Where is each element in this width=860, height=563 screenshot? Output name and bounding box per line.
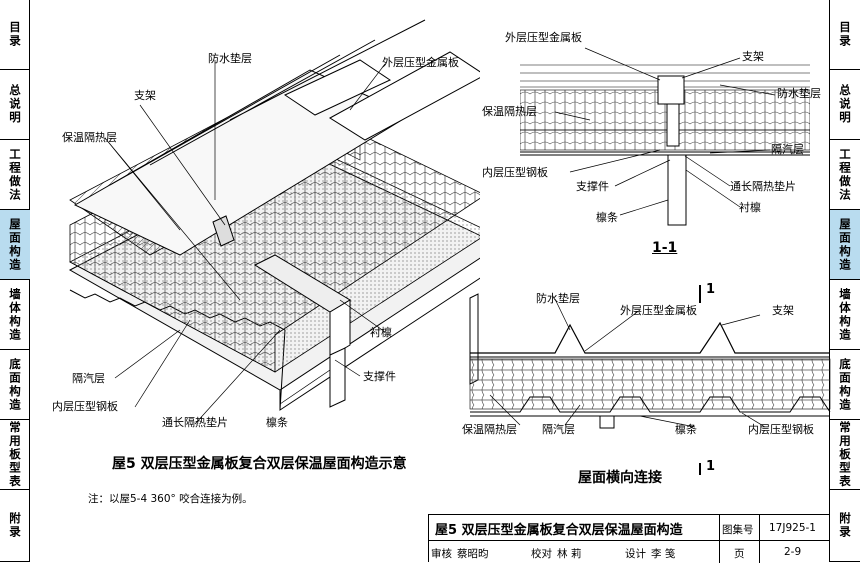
nav-tab-left-7[interactable]: 附录 xyxy=(0,490,30,562)
section-title: 1-1 xyxy=(652,240,678,256)
check-label: 校对 xyxy=(531,548,552,560)
nav-tab-left-0[interactable]: 目录 xyxy=(0,0,30,70)
support xyxy=(329,347,346,408)
checker-name: 林 莉 xyxy=(557,548,582,560)
right-nav-tabs: 目录总说明工程做法屋面构造墙体构造底面构造常用板型表附录 xyxy=(829,0,860,562)
review-label: 审核 xyxy=(431,548,452,560)
lateral-label-outer-panel: 外层压型金属板 xyxy=(620,304,697,317)
drawing-sheet: 防水垫层 外层压型金属板 支架 保温隔热层 衬檩 隔汽层 支撑件 内层压型钢板 … xyxy=(30,0,831,562)
lateral-cut-mark-bottom: 1 xyxy=(706,459,716,474)
lateral-label-insulation: 保温隔热层 xyxy=(462,423,517,436)
atlas-number: 17J925-1 xyxy=(769,522,816,534)
nav-tab-right-5[interactable]: 底面构造 xyxy=(830,350,860,420)
iso-label-support: 支撑件 xyxy=(363,370,396,383)
designer-name: 李 笺 xyxy=(651,548,676,560)
section-label-support: 支撑件 xyxy=(576,180,609,193)
lateral-connection-diagram xyxy=(469,285,831,475)
section-label-waterproof: 防水垫层 xyxy=(777,87,821,100)
nav-tab-right-2[interactable]: 工程做法 xyxy=(830,140,860,210)
section-label-purlin: 檩条 xyxy=(596,211,618,224)
lateral-cut-mark-top: 1 xyxy=(706,282,716,297)
nav-tab-right-3[interactable]: 屋面构造 xyxy=(830,210,860,280)
section-bracket xyxy=(657,75,685,105)
section-label-outer-panel: 外层压型金属板 xyxy=(505,31,582,44)
reviewer-name: 蔡昭昀 xyxy=(457,548,489,560)
section-label-vapor: 隔汽层 xyxy=(771,143,804,156)
section-label-pad: 通长隔热垫片 xyxy=(730,180,796,193)
nav-tab-right-4[interactable]: 墙体构造 xyxy=(830,280,860,350)
note: 注：以屋5-4 360° 咬合连接为例。 xyxy=(88,493,253,505)
iso-label-inner-panel: 内层压型钢板 xyxy=(52,400,118,413)
nav-tab-right-7[interactable]: 附录 xyxy=(830,490,860,562)
iso-label-insulation: 保温隔热层 xyxy=(62,131,117,144)
iso-label-vapor: 隔汽层 xyxy=(72,372,105,385)
section-purlin xyxy=(667,154,687,226)
bracket xyxy=(212,215,235,247)
nav-tab-right-0[interactable]: 目录 xyxy=(830,0,860,70)
iso-label-bracket: 支架 xyxy=(134,89,156,102)
lateral-label-purlin: 檩条 xyxy=(675,423,697,436)
left-nav-tabs: 目录总说明工程做法屋面构造墙体构造底面构造常用板型表附录 xyxy=(0,0,30,562)
lateral-label-waterproof: 防水垫层 xyxy=(536,292,580,305)
nav-tab-right-1[interactable]: 总说明 xyxy=(830,70,860,140)
nav-tab-left-3[interactable]: 屋面构造 xyxy=(0,210,30,280)
atlas-label: 图集号 xyxy=(722,524,754,536)
lateral-label-vapor: 隔汽层 xyxy=(542,423,575,436)
page-number: 2-9 xyxy=(784,546,802,558)
design-label: 设计 xyxy=(625,548,646,560)
isometric-roof-diagram xyxy=(68,19,480,425)
page-label: 页 xyxy=(734,548,745,560)
nav-tab-right-6[interactable]: 常用板型表 xyxy=(830,420,860,490)
lateral-label-bracket: 支架 xyxy=(772,304,794,317)
iso-label-outer-panel: 外层压型金属板 xyxy=(382,56,459,69)
drawing-title: 屋5 双层压型金属板复合双层保温屋面构造 xyxy=(435,523,683,538)
section-label-bracket: 支架 xyxy=(742,50,764,63)
lateral-purlin xyxy=(599,415,615,429)
nav-tab-left-4[interactable]: 墙体构造 xyxy=(0,280,30,350)
nav-tab-left-2[interactable]: 工程做法 xyxy=(0,140,30,210)
iso-caption: 屋5 双层压型金属板复合双层保温屋面构造示意 xyxy=(112,456,407,472)
iso-label-waterproof: 防水垫层 xyxy=(208,52,252,65)
iso-label-purlin: 檩条 xyxy=(266,416,288,429)
section-1-1-diagram xyxy=(520,47,810,226)
nav-tab-left-6[interactable]: 常用板型表 xyxy=(0,420,30,490)
lateral-label-inner-panel: 内层压型钢板 xyxy=(748,423,814,436)
iso-label-purlin-liner: 衬檩 xyxy=(370,326,392,339)
nav-tab-left-1[interactable]: 总说明 xyxy=(0,70,30,140)
title-block: 屋5 双层压型金属板复合双层保温屋面构造 图集号 17J925-1 审核 蔡昭昀… xyxy=(428,514,830,563)
nav-tab-left-5[interactable]: 底面构造 xyxy=(0,350,30,420)
section-label-insulation: 保温隔热层 xyxy=(482,105,537,118)
section-label-inner-panel: 内层压型钢板 xyxy=(482,166,548,179)
iso-label-pad: 通长隔热垫片 xyxy=(162,416,228,429)
section-label-purlin-liner: 衬檩 xyxy=(739,201,761,214)
lateral-caption: 屋面横向连接 xyxy=(578,470,662,486)
